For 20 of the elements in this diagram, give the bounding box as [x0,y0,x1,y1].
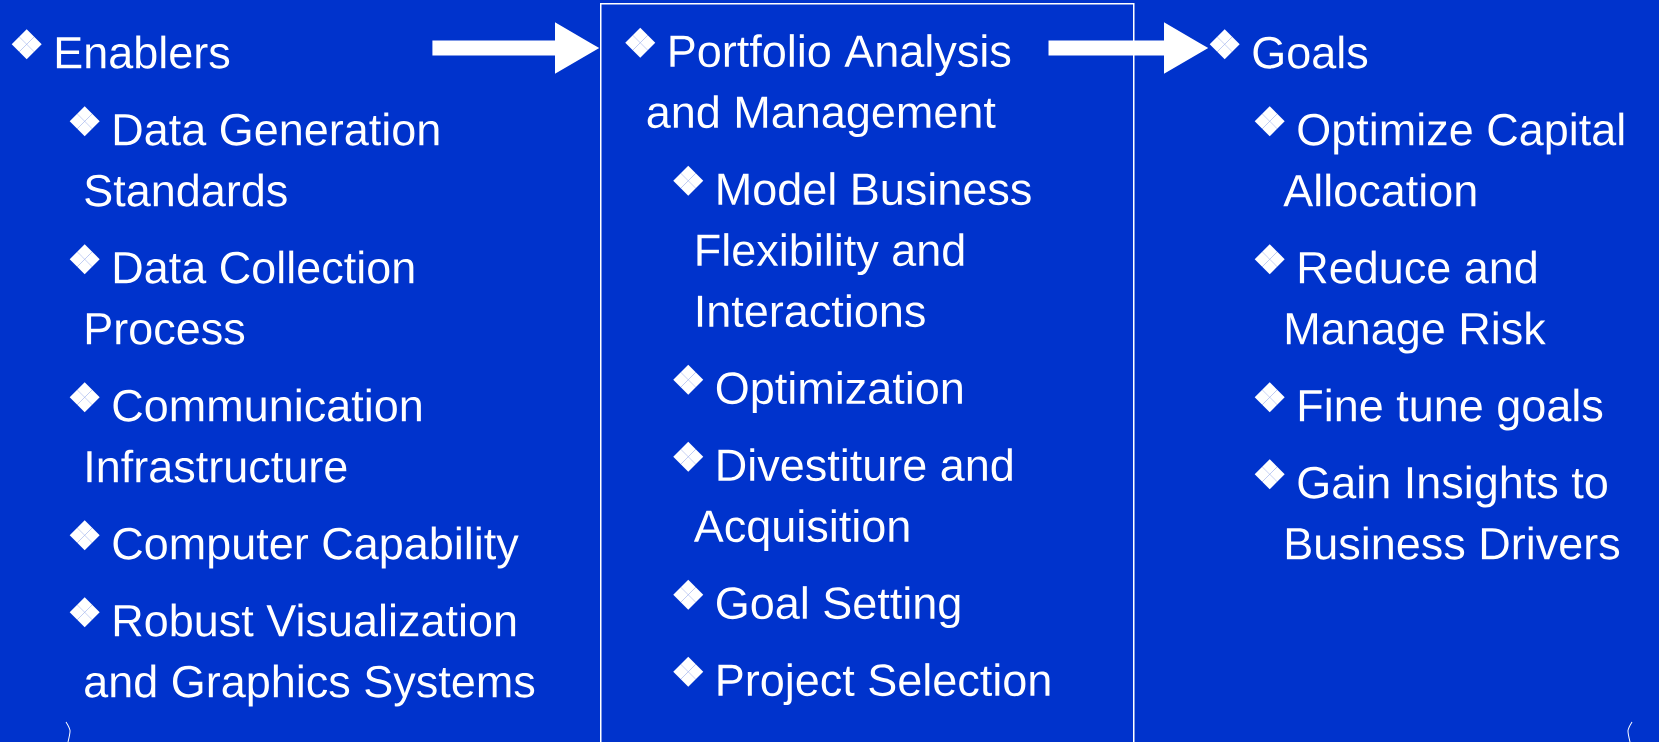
list-item: Fine tune goals [1299,388,1603,431]
list-item: Goal Setting [717,586,960,629]
list-item: Divestiture and Acquisition [693,448,1012,552]
list-item: Data Generation Standards [85,112,439,207]
text-column [11,29,535,707]
text-column [1209,29,1624,560]
list-item: Communication Infrastructure [87,388,421,483]
list-item: Gain Insights to Business Drivers [1286,465,1620,560]
column-box [600,3,1135,742]
heading: Portfolio Analysis and Management [647,34,1011,138]
list-item: Optimize Capital Allocation [1283,112,1624,207]
heading: Goals [1253,35,1368,69]
heading: Enablers [56,35,230,69]
list-item: Computer Capability [113,526,519,569]
list-item: Model Business Flexibility and Interactions [697,172,1031,328]
list-item: Project Selection [718,663,1050,706]
list-item: Robust Visualization and Graphics Systems [85,603,535,707]
list-item: Optimization [716,371,962,414]
list-item: Reduce and Manage Risk [1286,250,1546,354]
list-item: Data Collection Process [86,250,414,345]
